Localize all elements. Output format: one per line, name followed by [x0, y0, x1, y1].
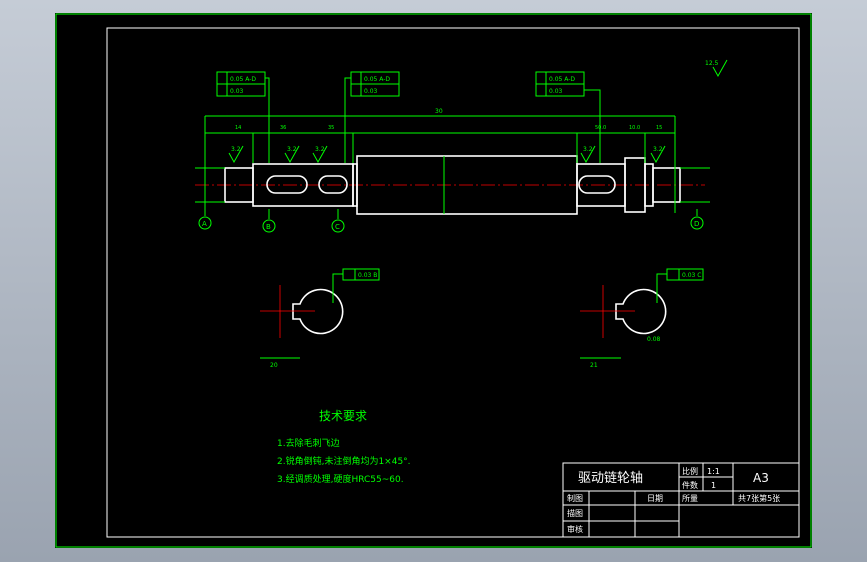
- svg-text:描图: 描图: [567, 508, 583, 518]
- section-view-b: 0.03 B 20: [260, 268, 380, 369]
- svg-text:比例: 比例: [682, 466, 698, 476]
- svg-text:0.05 A-D: 0.05 A-D: [549, 76, 575, 83]
- section-view-c: 0.03 C 21 0.08: [580, 268, 704, 369]
- svg-text:3.2: 3.2: [653, 146, 663, 153]
- svg-text:A: A: [202, 220, 207, 228]
- svg-text:0.03 B: 0.03 B: [358, 272, 377, 279]
- dim-d6: 15: [656, 125, 662, 131]
- svg-text:共7张第5张: 共7张第5张: [738, 493, 780, 503]
- svg-text:21: 21: [590, 362, 598, 369]
- roughness-corner: 12.5: [705, 60, 719, 67]
- svg-text:0.05 A-D: 0.05 A-D: [230, 76, 256, 83]
- svg-text:3.2: 3.2: [231, 146, 241, 153]
- dim-d3: 35: [328, 125, 334, 131]
- svg-text:2.锐角倒钝,未注倒角均为1×45°.: 2.锐角倒钝,未注倒角均为1×45°.: [277, 455, 411, 467]
- technical-requirements: 技术要求 1.去除毛刺飞边 2.锐角倒钝,未注倒角均为1×45°. 3.经调质处…: [277, 409, 411, 485]
- dim-d1: 14: [235, 125, 241, 131]
- svg-text:所量: 所量: [682, 493, 698, 503]
- tolerance-frames: 0.05 A-D 0.03 0.05 A-D 0.03 0.05 A-D 0.0…: [216, 71, 601, 163]
- dim-d2: 36: [280, 125, 286, 131]
- svg-text:审核: 审核: [567, 524, 583, 534]
- svg-text:1: 1: [711, 481, 716, 490]
- drawing-sheet: 30 14 36 35 50.0 10.0 15 3.2 3.2 3.2 3.2…: [55, 13, 812, 548]
- sheet-size: A3: [753, 471, 769, 485]
- shaft-main-view: [195, 155, 705, 215]
- svg-text:20: 20: [270, 362, 278, 369]
- tech-req-title: 技术要求: [319, 409, 367, 423]
- dimensions: 30 14 36 35 50.0 10.0 15: [195, 108, 710, 213]
- svg-text:0.03: 0.03: [230, 88, 244, 95]
- svg-text:制图: 制图: [567, 493, 583, 503]
- svg-text:日期: 日期: [647, 494, 663, 503]
- svg-text:3.经调质处理,硬度HRC55~60.: 3.经调质处理,硬度HRC55~60.: [277, 473, 404, 485]
- svg-text:B: B: [266, 223, 271, 231]
- svg-text:3.2: 3.2: [315, 146, 325, 153]
- svg-text:1.去除毛刺飞边: 1.去除毛刺飞边: [277, 437, 340, 449]
- svg-text:件数: 件数: [682, 480, 698, 490]
- roughness-symbols: 3.2 3.2 3.2 3.2 3.2 12.5: [228, 59, 728, 164]
- dim-d5: 10.0: [629, 125, 640, 131]
- svg-text:3.2: 3.2: [583, 146, 593, 153]
- outer-border: [55, 13, 812, 548]
- dim-d4: 50.0: [595, 125, 606, 131]
- datum-markers: A B C D: [198, 209, 704, 233]
- svg-text:1:1: 1:1: [707, 467, 720, 476]
- svg-text:0.03: 0.03: [549, 88, 563, 95]
- dim-overall: 30: [435, 108, 443, 115]
- inner-border: [106, 27, 800, 538]
- svg-text:0.08: 0.08: [647, 336, 661, 343]
- part-name: 驱动链轮轴: [578, 471, 643, 486]
- svg-text:D: D: [694, 220, 699, 228]
- svg-text:0.05 A-D: 0.05 A-D: [364, 76, 390, 83]
- drawing-canvas: 30 14 36 35 50.0 10.0 15 3.2 3.2 3.2 3.2…: [55, 13, 812, 548]
- svg-text:0.03 C: 0.03 C: [682, 272, 701, 279]
- svg-text:C: C: [335, 223, 340, 231]
- svg-text:0.03: 0.03: [364, 88, 378, 95]
- title-block: 驱动链轮轴 比例 1:1 件数 1 A3 制图 描图 审核 日期 所量 共7张第…: [562, 462, 800, 538]
- svg-text:3.2: 3.2: [287, 146, 297, 153]
